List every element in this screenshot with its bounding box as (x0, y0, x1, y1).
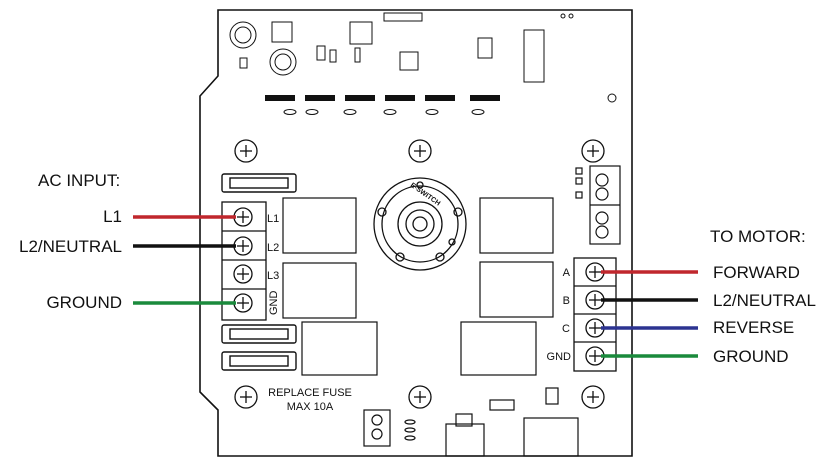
terminal-label-a: A (563, 267, 571, 279)
fuse-note-line-1: REPLACE FUSE (268, 387, 352, 399)
terminal-label-b: B (563, 295, 570, 307)
terminal-label-gnd-in: GND (268, 291, 280, 316)
relays (282, 197, 554, 376)
label-forward: FORWARD (713, 263, 800, 282)
terminal-label-l2: L2 (267, 242, 279, 254)
label-reverse: REVERSE (713, 318, 795, 337)
label-l1: L1 (103, 207, 122, 226)
e-switch (373, 177, 467, 271)
fuse-note-line-2: MAX 10A (287, 401, 334, 413)
label-ground-out: GROUND (713, 347, 789, 366)
fuse-note: REPLACE FUSE MAX 10A (268, 387, 352, 413)
fuses (221, 173, 297, 371)
bottom-components (363, 387, 579, 457)
label-ground-in: GROUND (46, 293, 122, 312)
terminal-label-c: C (562, 323, 570, 335)
mounting-screws (234, 139, 605, 409)
output-terminal-block (573, 257, 617, 372)
ac-input-heading: AC INPUT: (38, 171, 121, 190)
terminal-label-l1: L1 (267, 213, 279, 225)
label-l2-neutral-in: L2/NEUTRAL (19, 237, 122, 256)
small-parts-row (265, 95, 500, 101)
input-terminal-labels: L1 L2 L3 GND (267, 213, 280, 315)
board-outline (199, 9, 633, 457)
to-motor-heading: TO MOTOR: (710, 227, 806, 246)
aux-terminal-block (575, 165, 621, 245)
terminal-label-l3: L3 (267, 270, 279, 282)
terminal-label-gnd-out: GND (547, 351, 572, 363)
wires (133, 215, 698, 358)
label-l2-neutral-out: L2/NEUTRAL (713, 291, 816, 310)
output-terminal-labels: A B C GND (547, 267, 572, 363)
top-components (229, 12, 617, 103)
